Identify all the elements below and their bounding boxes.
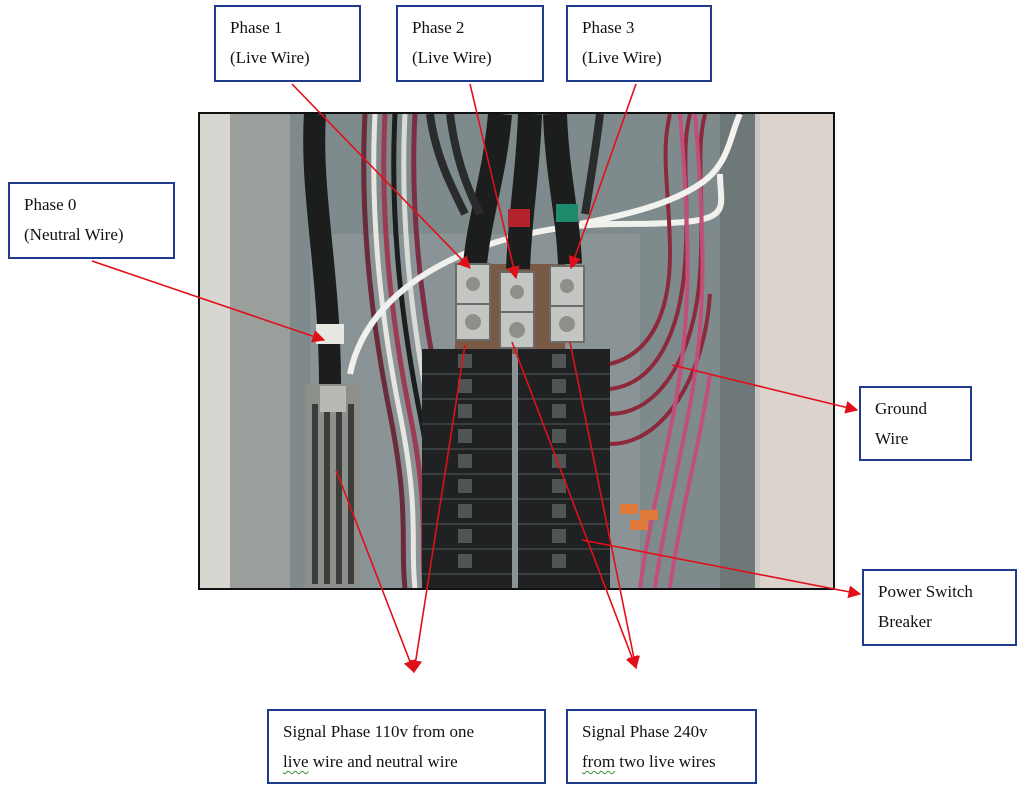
label-single-phase-110v: Signal Phase 110v from one live wire and… xyxy=(267,709,546,784)
electrical-panel-photo xyxy=(198,112,835,590)
label-phase-2: Phase 2 (Live Wire) xyxy=(396,5,544,82)
label-ground-wire-line1: Ground xyxy=(875,399,927,418)
label-phase-3: Phase 3 (Live Wire) xyxy=(566,5,712,82)
label-240v-line2-rest: two live wires xyxy=(615,752,716,771)
label-ground-wire: Ground Wire xyxy=(859,386,972,461)
label-110v-line2-word: live xyxy=(283,752,309,771)
label-power-switch-breaker: Power Switch Breaker xyxy=(862,569,1017,646)
label-phase-3-subtitle: (Live Wire) xyxy=(582,48,662,67)
label-split-phase-240v: Signal Phase 240v from two live wires xyxy=(566,709,757,784)
label-phase-1-title: Phase 1 xyxy=(230,18,283,37)
label-240v-line2-word: from xyxy=(582,752,616,771)
label-ground-wire-line2: Wire xyxy=(875,429,909,448)
label-240v-line2: from two live wires xyxy=(582,747,741,777)
label-breaker-line1: Power Switch xyxy=(878,582,973,601)
label-phase-2-title: Phase 2 xyxy=(412,18,465,37)
label-phase-0-title: Phase 0 xyxy=(24,195,77,214)
label-phase-0-subtitle: (Neutral Wire) xyxy=(24,225,124,244)
label-phase-3-title: Phase 3 xyxy=(582,18,635,37)
label-breaker-line2: Breaker xyxy=(878,612,932,631)
label-240v-line1: Signal Phase 240v xyxy=(582,722,708,741)
label-phase-1-subtitle: (Live Wire) xyxy=(230,48,310,67)
panel-illustration xyxy=(200,114,833,588)
label-phase-0: Phase 0 (Neutral Wire) xyxy=(8,182,175,259)
label-phase-2-subtitle: (Live Wire) xyxy=(412,48,492,67)
label-phase-1: Phase 1 (Live Wire) xyxy=(214,5,361,82)
label-110v-line2-rest: wire and neutral wire xyxy=(308,752,458,771)
label-110v-line2: live wire and neutral wire xyxy=(283,747,530,777)
label-110v-line1: Signal Phase 110v from one xyxy=(283,722,475,741)
